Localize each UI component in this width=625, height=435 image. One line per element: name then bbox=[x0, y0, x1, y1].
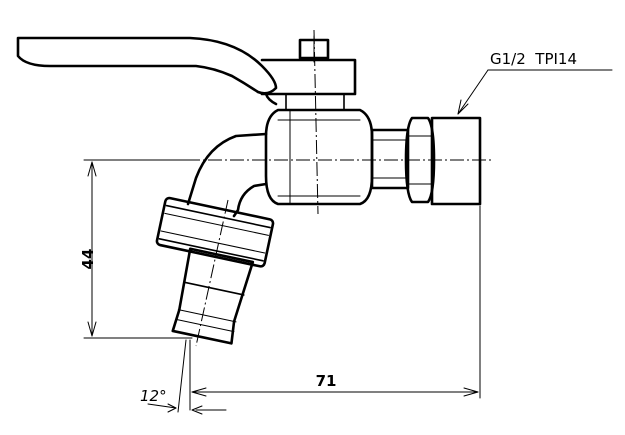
dimension-length-label: 71 bbox=[316, 372, 337, 390]
dimension-angle-label: 12° bbox=[140, 387, 167, 405]
center-lines bbox=[186, 29, 492, 347]
thread-callout-label: G1/2 TPI14 bbox=[490, 50, 577, 68]
dimension-length bbox=[189, 205, 481, 411]
hose-nozzle bbox=[171, 247, 255, 345]
dimension-angle bbox=[147, 339, 227, 415]
dimension-height-label: 44 bbox=[79, 249, 97, 270]
dimension-height bbox=[83, 159, 197, 339]
lever-handle bbox=[16, 36, 278, 95]
thread-connection bbox=[430, 116, 482, 206]
hose-coupling-ring bbox=[155, 196, 275, 268]
spout-pipe bbox=[186, 132, 268, 218]
thread-callout-leader bbox=[457, 69, 613, 115]
valve-neck bbox=[370, 128, 410, 190]
valve-main-body bbox=[264, 108, 374, 206]
